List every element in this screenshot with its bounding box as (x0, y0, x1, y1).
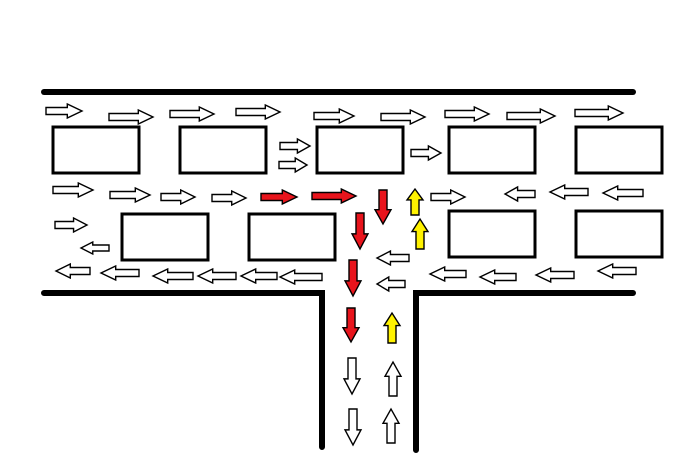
white-arrow-left-icon (601, 184, 644, 202)
white-arrow-right-icon (430, 188, 467, 206)
white-arrow-right-icon (211, 189, 248, 207)
city-block (178, 125, 268, 175)
white-arrow-right-icon (169, 105, 216, 123)
city-block (315, 125, 405, 175)
red-arrow-right-icon (311, 187, 358, 205)
city-block (51, 125, 141, 175)
white-arrow-right-icon (108, 108, 155, 126)
yellow-arrow-up-icon (405, 187, 425, 216)
white-arrow-right-icon (278, 156, 309, 174)
white-arrow-right-icon (109, 186, 152, 204)
traffic-arrows (45, 102, 644, 447)
red-arrow-down-icon (373, 189, 393, 226)
white-arrow-right-icon (506, 107, 557, 125)
white-arrow-left-icon (196, 267, 237, 285)
white-arrow-right-icon (54, 216, 89, 234)
city-block (120, 212, 210, 262)
white-arrow-up-icon (383, 360, 403, 397)
red-arrow-down-icon (341, 307, 361, 344)
white-arrow-right-icon (380, 108, 427, 126)
road-bottom-right-edge (413, 290, 636, 453)
city-blocks (51, 125, 664, 262)
road-bottom-left-edge (41, 290, 325, 450)
white-arrow-right-icon (235, 103, 282, 121)
road-edges (41, 89, 636, 453)
white-arrow-up-icon (381, 407, 401, 444)
white-arrow-left-icon (99, 264, 140, 282)
white-arrow-down-icon (343, 408, 363, 447)
white-arrow-left-icon (375, 275, 406, 293)
white-arrow-right-icon (160, 188, 197, 206)
city-block (447, 125, 537, 175)
white-arrow-left-icon (534, 266, 575, 284)
white-arrow-left-icon (278, 268, 323, 286)
white-arrow-left-icon (503, 185, 536, 203)
white-arrow-right-icon (279, 137, 312, 155)
city-block (574, 125, 664, 175)
red-arrow-down-icon (350, 212, 370, 251)
city-block (247, 212, 337, 262)
white-arrow-left-icon (428, 265, 467, 283)
white-arrow-left-icon (375, 249, 410, 267)
city-block (574, 209, 664, 259)
white-arrow-left-icon (239, 267, 278, 285)
white-arrow-left-icon (548, 183, 589, 201)
yellow-arrow-up-icon (410, 217, 430, 250)
city-block (447, 209, 537, 259)
white-arrow-right-icon (45, 102, 84, 120)
white-arrow-left-icon (54, 262, 91, 280)
white-arrow-right-icon (52, 181, 95, 199)
white-arrow-left-icon (478, 268, 517, 286)
white-arrow-down-icon (342, 357, 362, 396)
red-arrow-right-icon (260, 188, 299, 206)
white-arrow-right-icon (574, 104, 625, 122)
white-arrow-left-icon (596, 262, 637, 280)
white-arrow-right-icon (444, 105, 491, 123)
white-arrow-left-icon (151, 267, 194, 285)
yellow-arrow-up-icon (382, 311, 402, 344)
white-arrow-right-icon (313, 107, 356, 125)
red-outline-arrow-left-icon (79, 240, 110, 256)
white-arrow-right-icon (410, 144, 443, 162)
red-arrow-down-icon (343, 259, 363, 298)
